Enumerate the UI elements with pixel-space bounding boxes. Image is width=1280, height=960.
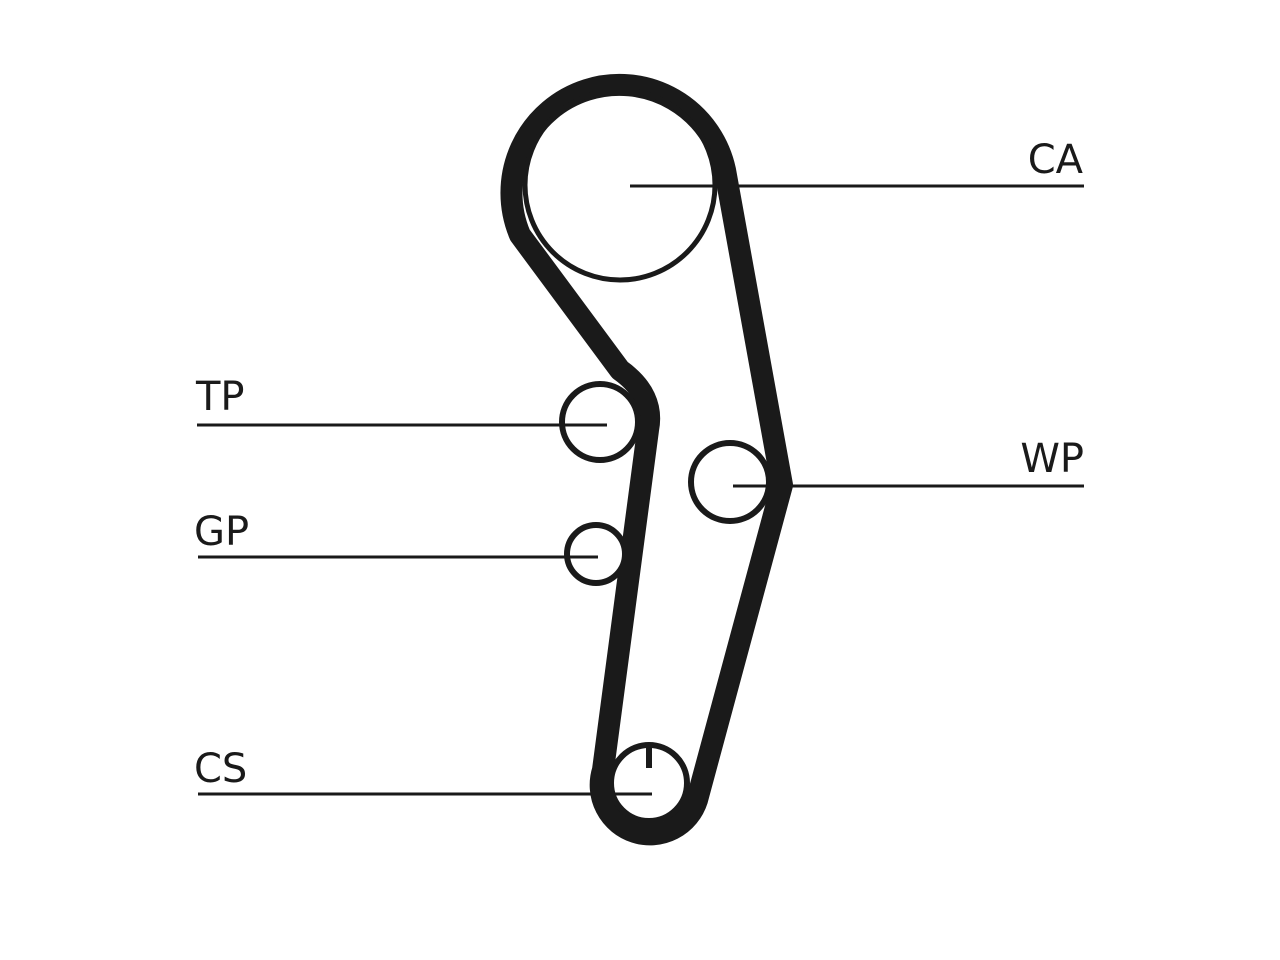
tensioner-pulley [559,381,641,463]
gp-label: GP [194,509,249,555]
tp-label: TP [195,374,245,420]
water-pump-pulley [688,440,772,524]
timing-belt [500,73,793,846]
cs-label: CS [194,746,247,792]
ca-label: CA [1028,137,1084,183]
wp-label: WP [1020,436,1084,482]
guide-pulley [564,522,628,586]
crankshaft-pulley [608,742,690,824]
